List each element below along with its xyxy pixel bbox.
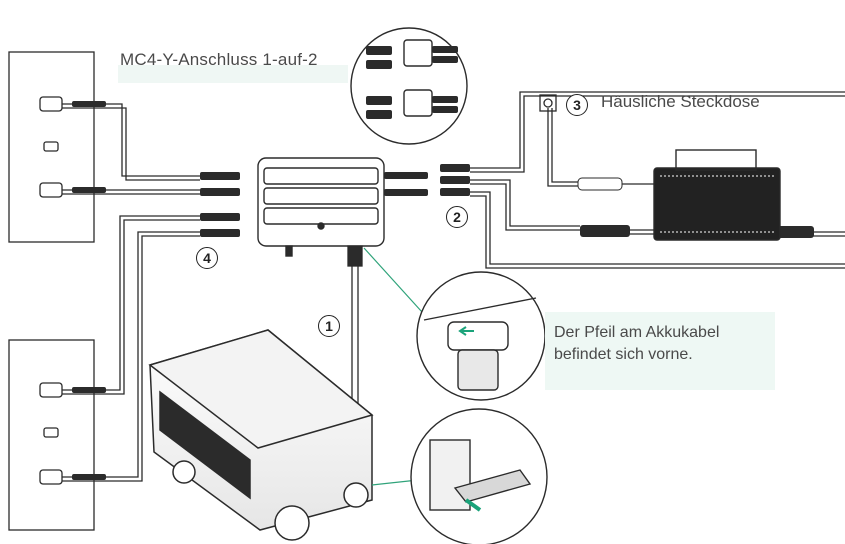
microinverter	[653, 149, 781, 241]
step-marker-1: 1	[318, 315, 340, 337]
inverter-connectors	[577, 177, 814, 238]
arrow-note-line2: befindet sich vorne.	[554, 346, 693, 363]
step-marker-3: 3	[566, 94, 588, 116]
arrow-note-line1: Der Pfeil am Akkukabel	[554, 324, 720, 341]
socket-label: Häusliche Steckdose	[601, 92, 760, 111]
step-marker-4: 4	[196, 247, 218, 269]
mc4-connectors-right	[384, 164, 470, 196]
port-detail-callout	[410, 408, 548, 544]
arrow-note-bg	[545, 312, 775, 390]
junction-hub	[257, 157, 385, 257]
arrow-note: Der Pfeil am Akkukabel befindet sich vor…	[554, 322, 774, 366]
y-connector-label: MC4-Y-Anschluss 1-auf-2	[120, 50, 318, 69]
solar-panel-bottom	[8, 339, 95, 531]
socket-icon	[539, 94, 557, 112]
mc4-connectors-left	[72, 101, 240, 480]
callout-lines	[363, 247, 423, 486]
y-connector-callout	[350, 27, 468, 145]
solar-panel-top	[8, 51, 95, 243]
arrow-detail-callout	[416, 271, 546, 401]
ac-cables	[470, 91, 845, 269]
battery-station	[148, 329, 374, 541]
step-marker-2: 2	[446, 206, 468, 228]
